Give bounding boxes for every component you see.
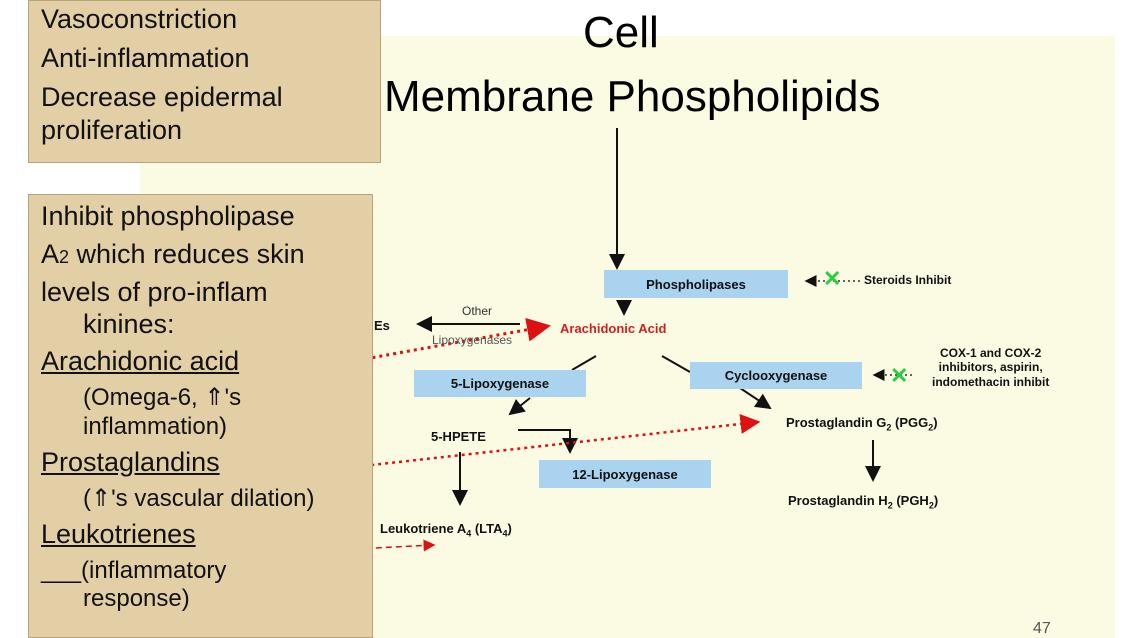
- pgg2-text-c: (PGG: [891, 415, 929, 430]
- arrow-cox-to-pgg2: [739, 387, 772, 410]
- mech-line-omega6: (Omega-6, ⇑'s: [83, 384, 242, 412]
- arrow-hpete-to-12lox: [518, 429, 578, 454]
- green-x-icon: ✕: [823, 266, 842, 291]
- pgg2-text-a: Prostaglandin G: [786, 415, 887, 430]
- pgh2-text-c: (PGH: [892, 493, 929, 508]
- green-x-icon: ✕: [890, 363, 909, 388]
- lta4-text-a: Leukotriene A: [380, 521, 467, 536]
- lta4-text-c: (LTA: [471, 521, 503, 536]
- cox-note-line-2: inhibitors, aspirin,: [938, 360, 1043, 375]
- effect-line-2: Anti-inflammation: [41, 42, 250, 73]
- node-12-lipoxygenase: 12-Lipoxygenase: [539, 460, 711, 488]
- pgg2-sub-2: 2: [928, 422, 934, 433]
- pgg2-text-e: ): [933, 415, 938, 430]
- arrow-5lox-to-hpete: [508, 397, 531, 416]
- effects-box: Vasoconstriction Anti-inflammation Decre…: [28, 0, 381, 163]
- mech-leukotrienes: Leukotrienes: [41, 519, 196, 550]
- node-5-hpete: 5-HPETE: [431, 429, 486, 444]
- pgh2-text-e: ): [933, 493, 939, 508]
- pgh2-sub-1: 2: [887, 500, 893, 511]
- node-leukotriene-a4: Leukotriene A4 (LTA4): [380, 521, 512, 539]
- page-number: 47: [1033, 620, 1051, 637]
- node-prostaglandin-g2: Prostaglandin G2 (PGG2): [786, 415, 938, 433]
- node-prostaglandin-h2: Prostaglandin H2 (PGH2): [788, 493, 938, 511]
- mech-arachidonic-acid: Arachidonic acid: [41, 346, 240, 377]
- mech-line-2-rest: which reduces skin: [69, 238, 305, 269]
- mech-line-vascular-dilation: (⇑'s vascular dilation): [83, 484, 315, 512]
- mech-line-2: A2 which reduces skin: [41, 239, 360, 271]
- mechanism-box: Inhibit phospholipase A2 which reduces s…: [28, 194, 373, 638]
- arrow-aa-to-cox: [661, 355, 691, 373]
- arrow-aa-to-5lox: [571, 355, 597, 371]
- label-es-fragment: Es: [374, 318, 390, 333]
- mech-prostaglandins: Prostaglandins: [41, 446, 220, 477]
- node-arachidonic-acid: Arachidonic Acid: [560, 321, 667, 336]
- pgh2-text-a: Prostaglandin H: [788, 493, 888, 508]
- mech-a-sub: 2: [59, 246, 70, 267]
- node-cyclooxygenase: Cyclooxygenase: [690, 362, 862, 389]
- effect-line-4: proliferation: [41, 114, 183, 145]
- cox-note-line-1: COX-1 and COX-2: [939, 346, 1042, 360]
- title-cell: Cell: [583, 8, 659, 57]
- label-cox-inhibitors: COX-1 and COX-2 inhibitors, aspirin, ind…: [932, 346, 1049, 389]
- mech-line-1: Inhibit phospholipase: [41, 201, 295, 231]
- label-steroids-inhibit: Steroids Inhibit: [864, 273, 952, 287]
- node-phospholipases: Phospholipases: [604, 270, 788, 298]
- mech-line-response: response): [83, 585, 190, 613]
- lta4-sub-1: 4: [466, 528, 472, 539]
- lta4-sub-2: 4: [502, 528, 508, 539]
- mech-a: A: [41, 238, 60, 269]
- label-other: Other: [462, 304, 493, 318]
- pgg2-sub-1: 2: [886, 422, 892, 433]
- effect-line-3: Decrease epidermal: [41, 81, 283, 112]
- cox-note-line-3: indomethacin inhibit: [932, 374, 1050, 389]
- mech-line-inflammation: inflammation): [83, 412, 228, 440]
- node-5-lipoxygenase: 5-Lipoxygenase: [414, 370, 586, 397]
- lta4-text-e: ): [507, 521, 512, 536]
- mech-line-3: levels of pro-inflam: [41, 276, 268, 307]
- effect-line-1: Vasoconstriction: [41, 4, 238, 34]
- pgh2-sub-2: 2: [928, 500, 934, 511]
- title-membrane-phospholipids: Membrane Phospholipids: [384, 72, 881, 121]
- mech-line-inflammatory: ___(inflammatory: [41, 556, 227, 584]
- label-lipoxygenases: Lipoxygenases: [432, 333, 513, 347]
- mech-line-4: kinines:: [83, 308, 175, 339]
